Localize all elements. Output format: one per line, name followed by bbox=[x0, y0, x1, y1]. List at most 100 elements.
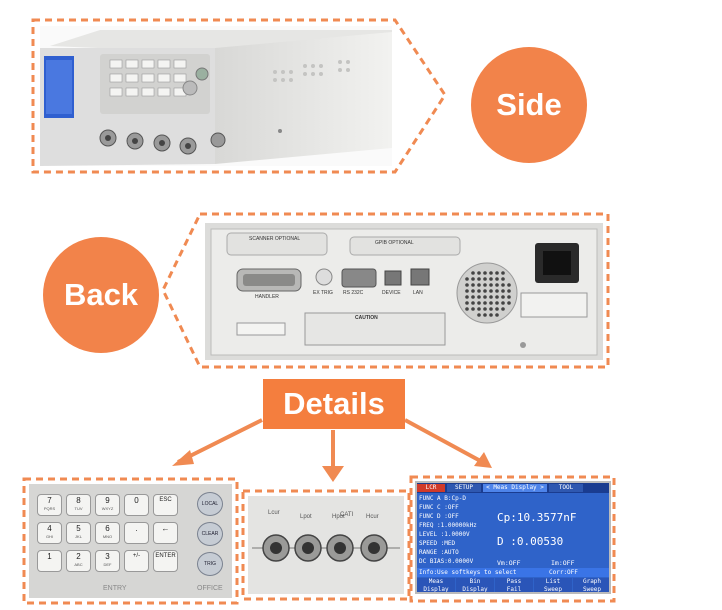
fan-hole bbox=[495, 313, 499, 317]
lcd-softkey-line2: Sweep bbox=[543, 586, 563, 593]
connector-label: Lcur bbox=[268, 510, 280, 516]
keypad-key[interactable]: ← bbox=[153, 522, 178, 544]
keypad-key[interactable]: . bbox=[124, 522, 149, 544]
keypad-side-key[interactable]: LOCAL bbox=[197, 492, 223, 516]
lcd-tab[interactable]: SETUP bbox=[447, 484, 481, 492]
keypad-key[interactable]: ENTER bbox=[153, 550, 178, 572]
fan-hole bbox=[477, 271, 481, 275]
fan-hole bbox=[471, 271, 475, 275]
fan-hole bbox=[465, 307, 469, 311]
fan-hole bbox=[465, 295, 469, 299]
lcd-tab[interactable]: LCR bbox=[417, 484, 445, 492]
fan-hole bbox=[507, 289, 511, 293]
keypad-key[interactable]: ESC bbox=[153, 494, 178, 516]
lcd-tab[interactable]: < Meas Display > bbox=[483, 484, 547, 492]
fan-hole bbox=[483, 301, 487, 305]
office-label: OFFICE bbox=[197, 585, 223, 592]
keypad-key-main: 8 bbox=[76, 496, 81, 505]
fan-hole bbox=[471, 301, 475, 305]
keypad-key-main: 3 bbox=[105, 552, 110, 561]
lcd-im: Im:OFF bbox=[551, 559, 575, 567]
fan-hole bbox=[495, 301, 499, 305]
keypad-key-main: . bbox=[135, 524, 138, 533]
fan-hole bbox=[495, 289, 499, 293]
lcd-param: FUNC D :OFF bbox=[419, 513, 459, 520]
bnc-connector-core bbox=[302, 542, 314, 554]
back-frame bbox=[161, 212, 610, 369]
fan-hole bbox=[501, 301, 505, 305]
fan-hole bbox=[483, 283, 487, 287]
fan-hole bbox=[489, 277, 493, 281]
fan-hole bbox=[477, 283, 481, 287]
keypad-side-key[interactable]: TRIG bbox=[197, 552, 223, 576]
keypad-key-sub: WXYZ bbox=[101, 506, 114, 511]
lcd-softkey-line2: Display bbox=[462, 586, 488, 593]
bnc-connector-core bbox=[368, 542, 380, 554]
details-badge: Details bbox=[263, 379, 405, 429]
fan-hole bbox=[465, 289, 469, 293]
keypad-key-main: 9 bbox=[105, 496, 110, 505]
keypad-key-sub: JKL bbox=[75, 534, 82, 539]
fan-hole bbox=[489, 283, 493, 287]
keypad-key-main: 4 bbox=[47, 524, 52, 533]
lcd-softkey-line1: List bbox=[545, 578, 561, 585]
lcd-softkey-line2: Display bbox=[423, 586, 449, 593]
details-label: Details bbox=[283, 386, 385, 421]
fan-hole bbox=[477, 307, 481, 311]
keypad-key-main: 0 bbox=[134, 496, 139, 505]
keypad-side-key[interactable]: CLEAR bbox=[197, 522, 223, 546]
lcd-tab[interactable]: TOOL bbox=[549, 484, 583, 492]
fan-hole bbox=[501, 277, 505, 281]
fan-hole bbox=[477, 301, 481, 305]
fan-hole bbox=[483, 289, 487, 293]
fan-hole bbox=[489, 295, 493, 299]
fan-hole bbox=[501, 289, 505, 293]
fan-hole bbox=[471, 289, 475, 293]
fan-hole bbox=[495, 277, 499, 281]
lcd-param: LEVEL :1.0000V bbox=[419, 531, 470, 538]
fan-hole bbox=[465, 301, 469, 305]
fan-hole bbox=[489, 307, 493, 311]
fan-hole bbox=[477, 289, 481, 293]
connector-label: Hpot bbox=[332, 514, 345, 520]
keypad-key-main: ESC bbox=[159, 497, 172, 503]
lcd-softkey-line1: Meas bbox=[428, 578, 444, 585]
side-label: Side bbox=[496, 87, 562, 122]
lcd-param: FUNC A B:Cp-D bbox=[419, 495, 466, 502]
handler-label: HANDLER bbox=[255, 294, 279, 300]
keypad-key[interactable]: 1 bbox=[37, 550, 62, 572]
keypad-key-sub: TUV bbox=[74, 506, 83, 511]
side-badge: Side bbox=[471, 47, 587, 163]
lcd-softkey-line2: Fail bbox=[506, 586, 522, 593]
fan-hole bbox=[477, 277, 481, 281]
fan-hole bbox=[495, 283, 499, 287]
keypad-key[interactable]: 0 bbox=[124, 494, 149, 516]
fan-hole bbox=[495, 271, 499, 275]
fan-hole bbox=[489, 289, 493, 293]
fan-hole bbox=[501, 271, 505, 275]
keypad-side-keys: LOCAL CLEAR TRIG bbox=[197, 492, 227, 582]
fan-hole bbox=[507, 283, 511, 287]
fan-hole bbox=[495, 295, 499, 299]
cat-label: CATI bbox=[340, 512, 354, 518]
lcd-hint: Info:Use softkeys to select bbox=[419, 569, 517, 576]
keypad-key[interactable]: +/- bbox=[124, 550, 149, 572]
fan-hole bbox=[489, 313, 493, 317]
keypad-key-main: +/- bbox=[132, 553, 141, 559]
